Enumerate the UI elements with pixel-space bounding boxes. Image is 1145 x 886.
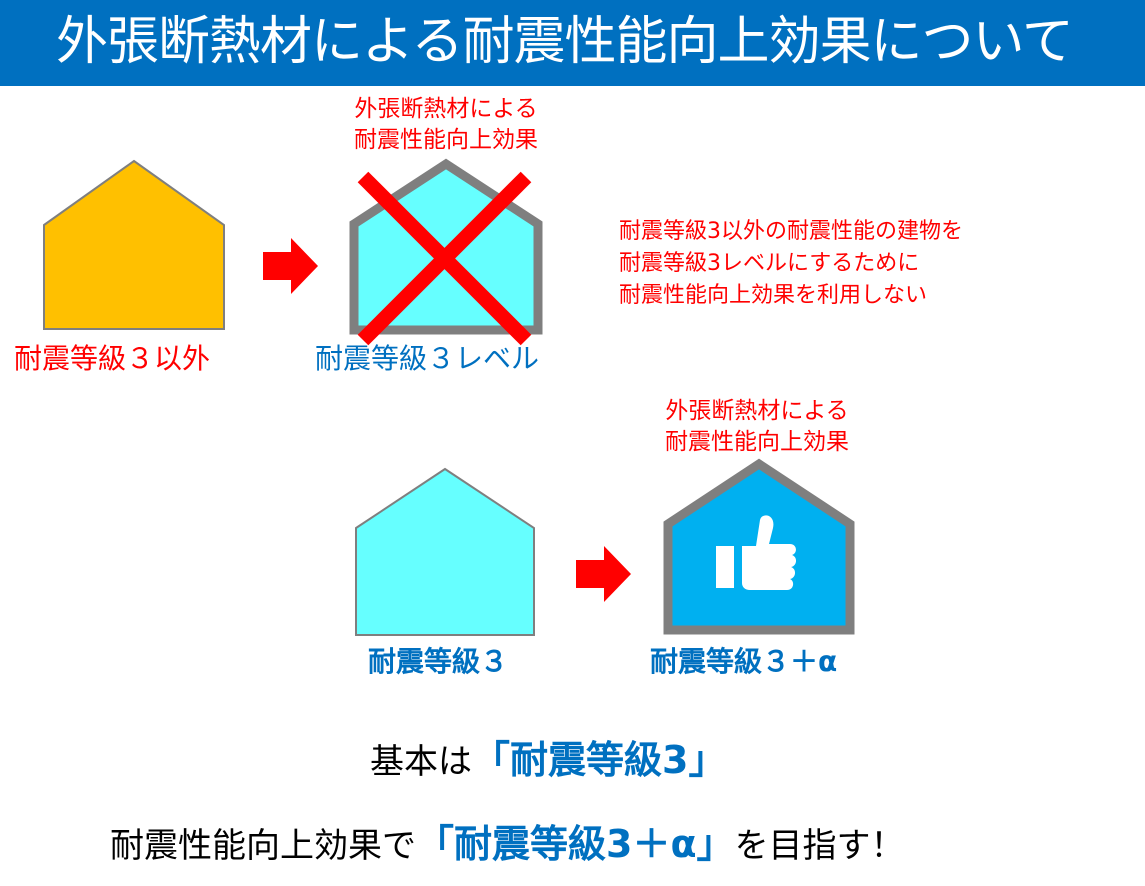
house-orange	[43, 159, 225, 330]
effect-note-line: 外張断熱材による	[665, 398, 849, 424]
house-label-grade3-level: 耐震等級３レベル	[315, 342, 540, 375]
condition-line: 耐震等級3以外の耐震性能の建物を	[619, 219, 963, 244]
effect-note-line: 耐震性能向上効果	[354, 127, 538, 153]
message-goal: 耐震性能向上効果で「耐震等級3＋α」を目指す！	[110, 822, 905, 868]
message-prefix: 基本は	[370, 742, 472, 782]
message-basic: 基本は「耐震等級3」	[370, 738, 726, 784]
house-label-grade3-plus: 耐震等級３＋α	[650, 645, 838, 678]
condition-line: 耐震等級3レベルにするために	[619, 251, 920, 276]
right-arrow-icon	[263, 238, 318, 294]
effect-note-top: 外張断熱材による 耐震性能向上効果	[322, 94, 570, 156]
house-label-grade3: 耐震等級３	[368, 645, 509, 678]
house-cyan	[355, 467, 535, 636]
message-emphasis: 「耐震等級3」	[472, 738, 727, 782]
message-suffix: を目指す！	[734, 826, 905, 866]
thumbs-up-icon	[716, 515, 797, 590]
effect-note-line: 外張断熱材による	[354, 96, 538, 122]
message-emphasis: 「耐震等級3＋α」	[416, 822, 735, 866]
message-prefix: 耐震性能向上効果で	[110, 826, 416, 866]
page-title: 外張断熱材による耐震性能向上効果について	[56, 12, 1074, 72]
right-arrow-icon	[576, 546, 631, 602]
condition-line: 耐震性能向上効果を利用しない	[619, 283, 928, 308]
house-label-grade-other: 耐震等級３以外	[14, 342, 211, 375]
cross-mark-icon	[357, 171, 532, 346]
title-bar: 外張断熱材による耐震性能向上効果について	[0, 0, 1145, 86]
effect-note-bottom: 外張断熱材による 耐震性能向上効果	[631, 396, 883, 458]
effect-note-line: 耐震性能向上効果	[665, 429, 849, 455]
condition-text: 耐震等級3以外の耐震性能の建物を 耐震等級3レベルにするために 耐震性能向上効果…	[619, 216, 963, 312]
